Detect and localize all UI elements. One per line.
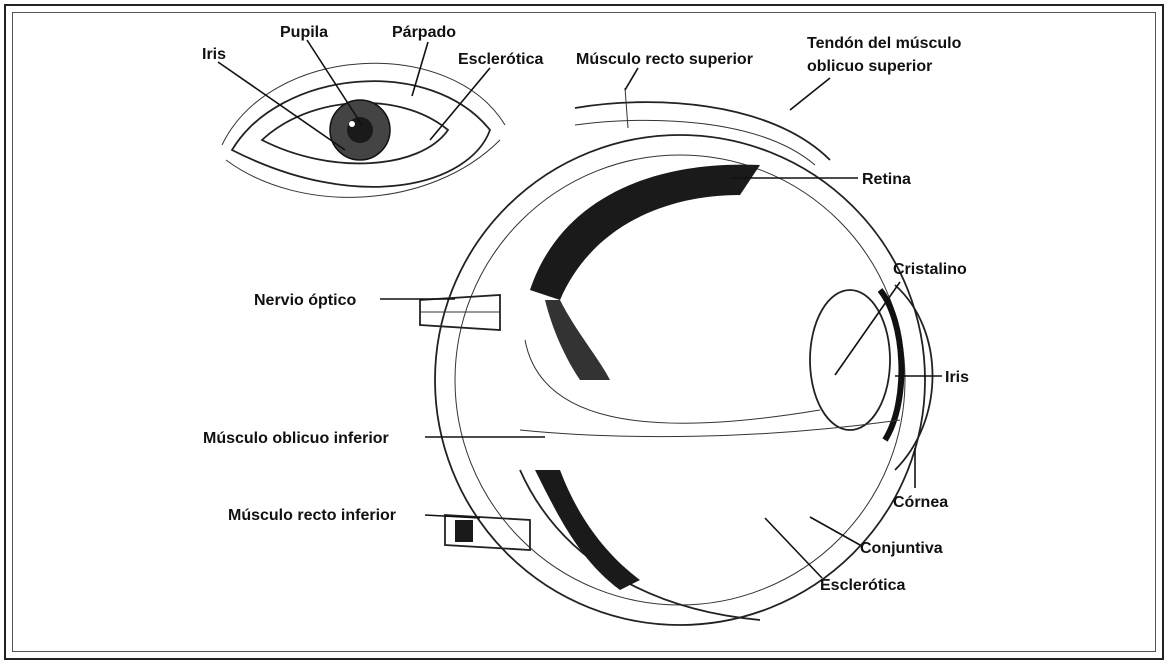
external-eye-illustration (222, 63, 505, 197)
sclera-outer (435, 135, 925, 625)
superior-muscle-band-top (575, 102, 830, 160)
label-musculo-recto-superior: Músculo recto superior (576, 51, 753, 68)
superior-muscle-tick (625, 88, 628, 128)
label-iris: Iris (945, 369, 969, 386)
leader-esclerotica-top (430, 68, 490, 140)
label-conjuntiva: Conjuntiva (860, 540, 943, 557)
leader-conjuntiva (810, 517, 860, 545)
label-pupila: Pupila (280, 24, 328, 41)
label-musculo-recto-inferior: Músculo recto inferior (228, 507, 396, 524)
label-nervio-optico: Nervio óptico (254, 292, 356, 309)
label-tendon-line1: Tendón del músculo (807, 35, 962, 52)
label-esclerotica-bottom: Esclerótica (820, 577, 905, 594)
retina-pigment-lower (545, 300, 610, 380)
label-small-iris: Iris (202, 46, 226, 63)
leader-musculo-recto-superior (625, 68, 638, 90)
label-musculo-oblicuo-inferior: Músculo oblicuo inferior (203, 430, 389, 447)
leader-lines (218, 40, 942, 578)
inferior-oblique-shade (535, 470, 640, 590)
inferior-rectus-cut (455, 520, 473, 542)
retina-pigment-band (530, 165, 760, 300)
leader-small-iris (218, 62, 345, 150)
eyeball-section-illustration (420, 88, 933, 625)
leader-esclerotica-bottom (765, 518, 822, 578)
label-esclerotica-top: Esclerótica (458, 51, 543, 68)
lens-shape (810, 290, 890, 430)
choroid-layer (455, 155, 905, 605)
label-tendon-line2: oblicuo superior (807, 58, 932, 75)
label-cornea: Córnea (893, 494, 948, 511)
label-retina: Retina (862, 171, 911, 188)
pupil-highlight (349, 121, 355, 127)
leader-tendon (790, 78, 830, 110)
label-parpado: Párpado (392, 24, 456, 41)
label-cristalino: Cristalino (893, 261, 967, 278)
